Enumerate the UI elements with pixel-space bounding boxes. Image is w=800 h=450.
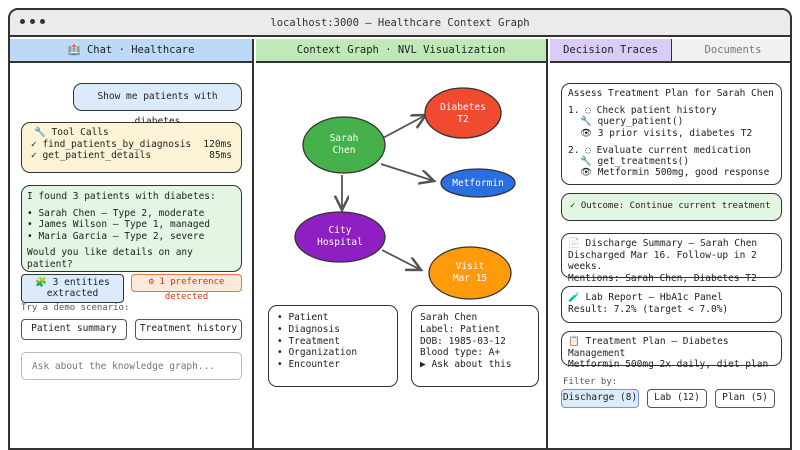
document-card-discharge[interactable]: 📄 Discharge Summary — Sarah Chen Dischar… (561, 233, 782, 284)
chat-panel: 🏥 Chat · Healthcare Show me patients wit… (10, 39, 254, 448)
chat-header: 🏥 Chat · Healthcare (10, 39, 252, 63)
node-details-panel: Sarah Chen Label: Patient DOB: 1985-03-1… (411, 305, 539, 387)
trace-step-result: 👁 Metformin 500mg, good response (580, 167, 770, 179)
tool-calls-box: 🔧 Tool Calls ✓ find_patients_by_diagnosi… (21, 122, 242, 173)
assistant-response: I found 3 patients with diabetes: • Sara… (21, 185, 242, 272)
legend-item: • Treatment (277, 335, 340, 347)
node-details-label: Label: Patient (420, 323, 501, 335)
patient-summary-button[interactable]: Patient summary (21, 319, 127, 340)
patient-list-item: • Maria Garcia — Type 2, severe (27, 230, 205, 242)
tool-call-row: ✓ get_patient_details 85ms (31, 150, 232, 162)
tool-call-time: 120ms (203, 138, 232, 150)
document-line: Discharged Mar 16. Follow-up in 2 weeks. (568, 249, 757, 273)
node-metformin[interactable]: Metformin (440, 168, 516, 198)
trace-step-tool: 🔧 query_patient() (580, 116, 684, 128)
document-title: 📄 Discharge Summary — Sarah Chen (568, 238, 758, 249)
legend-item: • Diagnosis (277, 323, 340, 335)
demo-label: Try a demo scenario: (21, 303, 130, 313)
document-card-plan[interactable]: 📋 Treatment Plan — Diabetes Management M… (561, 331, 782, 370)
window-dot-icon[interactable] (40, 19, 45, 24)
trace-step-title: 1. ◌ Check patient history (568, 105, 717, 117)
legend-item: • Organization (277, 347, 358, 359)
edge-has-diagnosis (380, 115, 426, 140)
tool-calls-title: 🔧 Tool Calls (34, 127, 109, 138)
patient-list-item: • James Wilson — Type 1, managed (27, 219, 211, 231)
node-details-dob: DOB: 1985-03-12 (420, 335, 506, 347)
browser-window: localhost:3000 — Healthcare Context Grap… (8, 8, 792, 450)
entities-badge[interactable]: 🧩 3 entities extracted (21, 274, 124, 303)
filter-plan-button[interactable]: Plan (5) (715, 389, 775, 408)
user-message: Show me patients with diabetes (73, 83, 242, 127)
ask-about-this-link[interactable]: ▶ Ask about this (420, 359, 512, 371)
tab-decision-traces[interactable]: Decision Traces (550, 39, 672, 61)
edge-visited (381, 249, 421, 270)
window-controls[interactable] (20, 19, 45, 24)
svg-text:Metformin: Metformin (452, 178, 503, 189)
title-bar: localhost:3000 — Healthcare Context Grap… (10, 10, 790, 37)
response-intro: I found 3 patients with diabetes: (27, 191, 216, 202)
treatment-history-button[interactable]: Treatment history (135, 319, 242, 340)
window-title: localhost:3000 — Healthcare Context Grap… (270, 17, 530, 29)
patient-list-item: • Sarah Chen — Type 2, moderate (27, 207, 205, 219)
response-outro: Would you like details on any patient? (27, 247, 193, 270)
node-details-blood-type: Blood type: A+ (420, 347, 501, 359)
legend-item: • Patient (277, 312, 329, 323)
document-title: 🧪 Lab Report — HbA1c Panel (568, 292, 723, 303)
trace-title: Assess Treatment Plan for Sarah Chen (568, 88, 774, 99)
graph-header: Context Graph · NVL Visualization (256, 39, 546, 63)
window-dot-icon[interactable] (30, 19, 35, 24)
trace-step-tool: 🔧 get_treatments() (580, 156, 690, 168)
document-line: Mentions: Sarah Chen, Diabetes T2 (568, 272, 757, 284)
document-line: Result: 7.2% (target < 7.0%) (568, 303, 729, 315)
tool-call-name: ✓ find_patients_by_diagnosis (31, 138, 192, 150)
filter-lab-button[interactable]: Lab (12) (647, 389, 707, 408)
trace-step-title: 2. ◌ Evaluate current medication (568, 144, 752, 156)
window-dot-icon[interactable] (20, 19, 25, 24)
graph-legend: • Patient • Diagnosis • Treatment • Orga… (268, 305, 398, 387)
tab-documents[interactable]: Documents (672, 39, 790, 61)
tool-call-time: 85ms (209, 150, 232, 161)
edge-prescribed (380, 163, 434, 181)
document-card-lab[interactable]: 🧪 Lab Report — HbA1c Panel Result: 7.2% … (561, 286, 782, 323)
decision-trace-card: Assess Treatment Plan for Sarah Chen 1. … (561, 83, 782, 185)
node-details-name: Sarah Chen (420, 312, 478, 323)
traces-panel: Decision Traces Documents Assess Treatme… (550, 39, 790, 448)
chat-input[interactable] (21, 352, 242, 380)
filter-discharge-button[interactable]: Discharge (8) (561, 389, 639, 408)
tool-call-row: ✓ find_patients_by_diagnosis 120ms (31, 139, 232, 151)
traces-tabs: Decision Traces Documents (550, 39, 790, 63)
preference-badge[interactable]: ⚙ 1 preference detected (131, 274, 242, 302)
outcome-badge: ✓ Outcome: Continue current treatment (561, 193, 782, 221)
legend-item: • Encounter (277, 359, 340, 371)
document-title: 📋 Treatment Plan — Diabetes Management (568, 336, 729, 359)
filter-label: Filter by: (563, 377, 618, 387)
document-line: Metformin 500mg 2x daily, diet plan (568, 359, 769, 370)
trace-step-result: 👁 3 prior visits, diabetes T2 (580, 127, 753, 139)
tool-call-name: ✓ get_patient_details (31, 150, 152, 161)
